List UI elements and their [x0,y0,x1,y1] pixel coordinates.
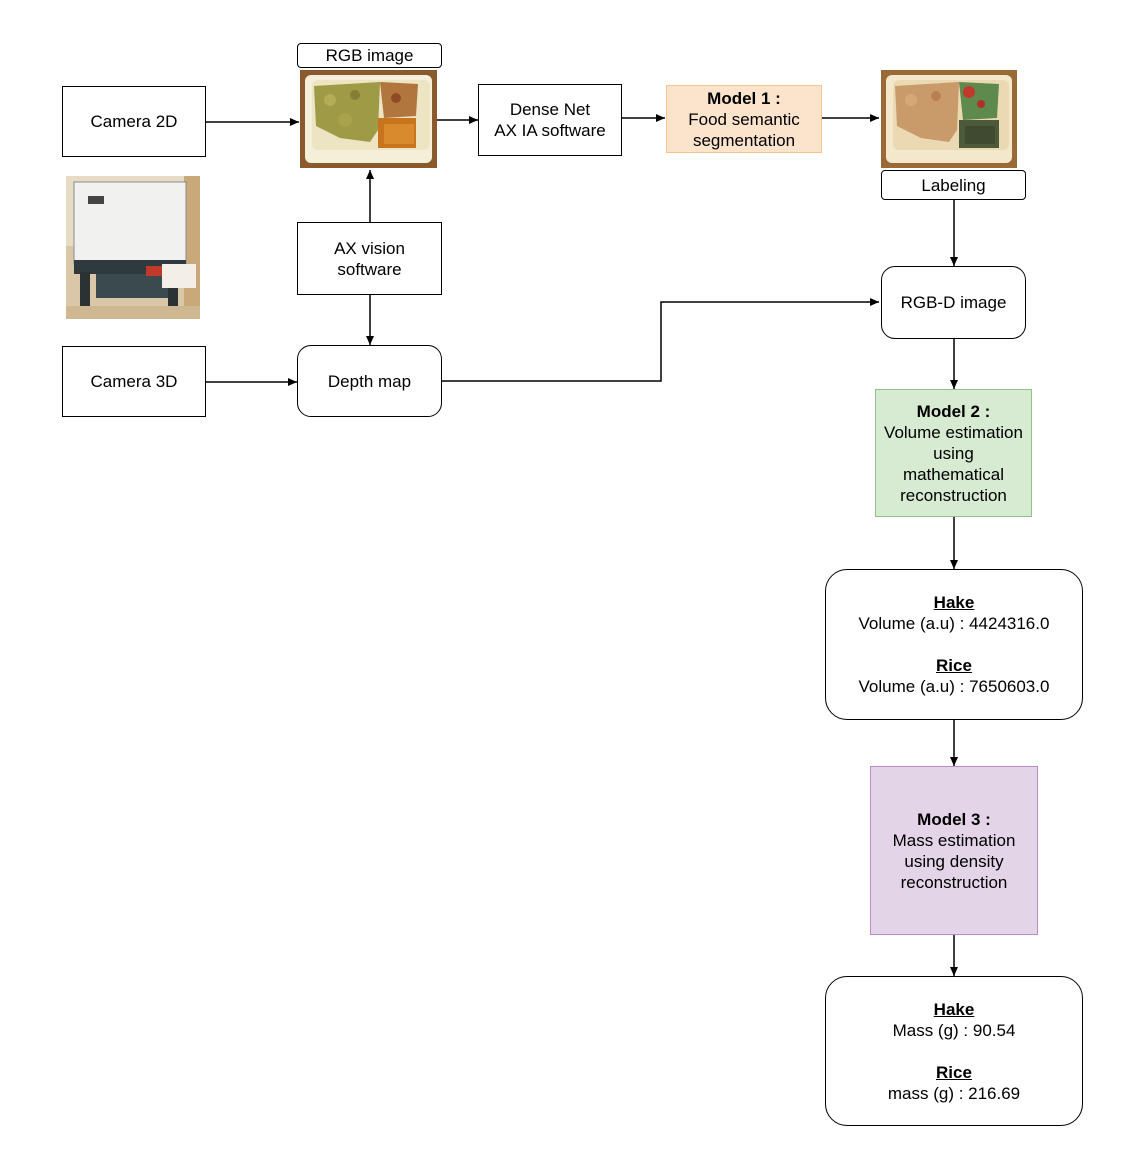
labeling-tag-label: Labeling [921,175,986,195]
camera-2d-box: Camera 2D [62,86,206,157]
dense-net-line1: Dense Net [509,100,591,119]
model-3-line3: reconstruction [900,872,1008,892]
model-2-line2: using [933,443,974,463]
camera-3d-box: Camera 3D [62,346,206,417]
camera-2d-label: Camera 2D [90,112,178,131]
model-1-box: Model 1 : Food semantic segmentation [666,85,822,153]
rgbd-image-label: RGB-D image [900,293,1007,312]
model-3-title: Model 3 : [917,809,991,829]
volume-rice-value: Volume (a.u) : 7650603.0 [858,677,1050,696]
model-2-title: Model 2 : [916,401,991,421]
ax-vision-line2: software [337,259,402,279]
model-2-box: Model 2 : Volume estimation using mathem… [875,389,1032,517]
volume-hake-title: Hake [933,593,975,612]
arrow-depth-to-rgbd [442,298,879,382]
mass-hake-title: Hake [933,999,975,1019]
depth-map-label: Depth map [327,371,412,391]
ax-vision-box: AX vision software [297,222,442,295]
rgbd-image-box: RGB-D image [881,266,1026,339]
volume-results-box: Hake Volume (a.u) : 4424316.0 Rice Volum… [825,569,1083,720]
rgb-food-image [300,70,437,168]
segmented-food-image [881,70,1017,168]
volume-rice-title: Rice [936,656,972,675]
rgb-image-tag-label: RGB image [325,46,414,65]
model-2-line4: reconstruction [900,485,1007,505]
model-3-line1: Mass estimation [892,830,1016,850]
mass-rice-value: mass (g) : 216.69 [887,1083,1021,1103]
model-2-line3: mathematical [902,464,1005,484]
mass-hake-value: Mass (g) : 90.54 [892,1020,1016,1040]
dense-net-box: Dense Net AX IA software [478,84,622,156]
device-photo [66,176,200,319]
rgb-image-tag: RGB image [297,43,442,68]
dense-net-line2: AX IA software [494,121,606,140]
volume-hake-value: Volume (a.u) : 4424316.0 [858,614,1050,633]
camera-3d-label: Camera 3D [90,372,178,391]
model-1-line2: segmentation [692,130,796,150]
model-3-line2: using density [904,851,1004,871]
mass-rice-title: Rice [936,1062,972,1082]
model-1-line1: Food semantic [688,109,800,129]
labeling-tag: Labeling [881,170,1026,200]
model-1-title: Model 1 : [707,88,781,108]
mass-results-box: Hake Mass (g) : 90.54 Rice mass (g) : 21… [825,976,1083,1126]
ax-vision-line1: AX vision [334,238,405,258]
depth-map-box: Depth map [297,345,442,417]
model-3-box: Model 3 : Mass estimation using density … [870,766,1038,935]
model-2-line1: Volume estimation [884,422,1023,442]
